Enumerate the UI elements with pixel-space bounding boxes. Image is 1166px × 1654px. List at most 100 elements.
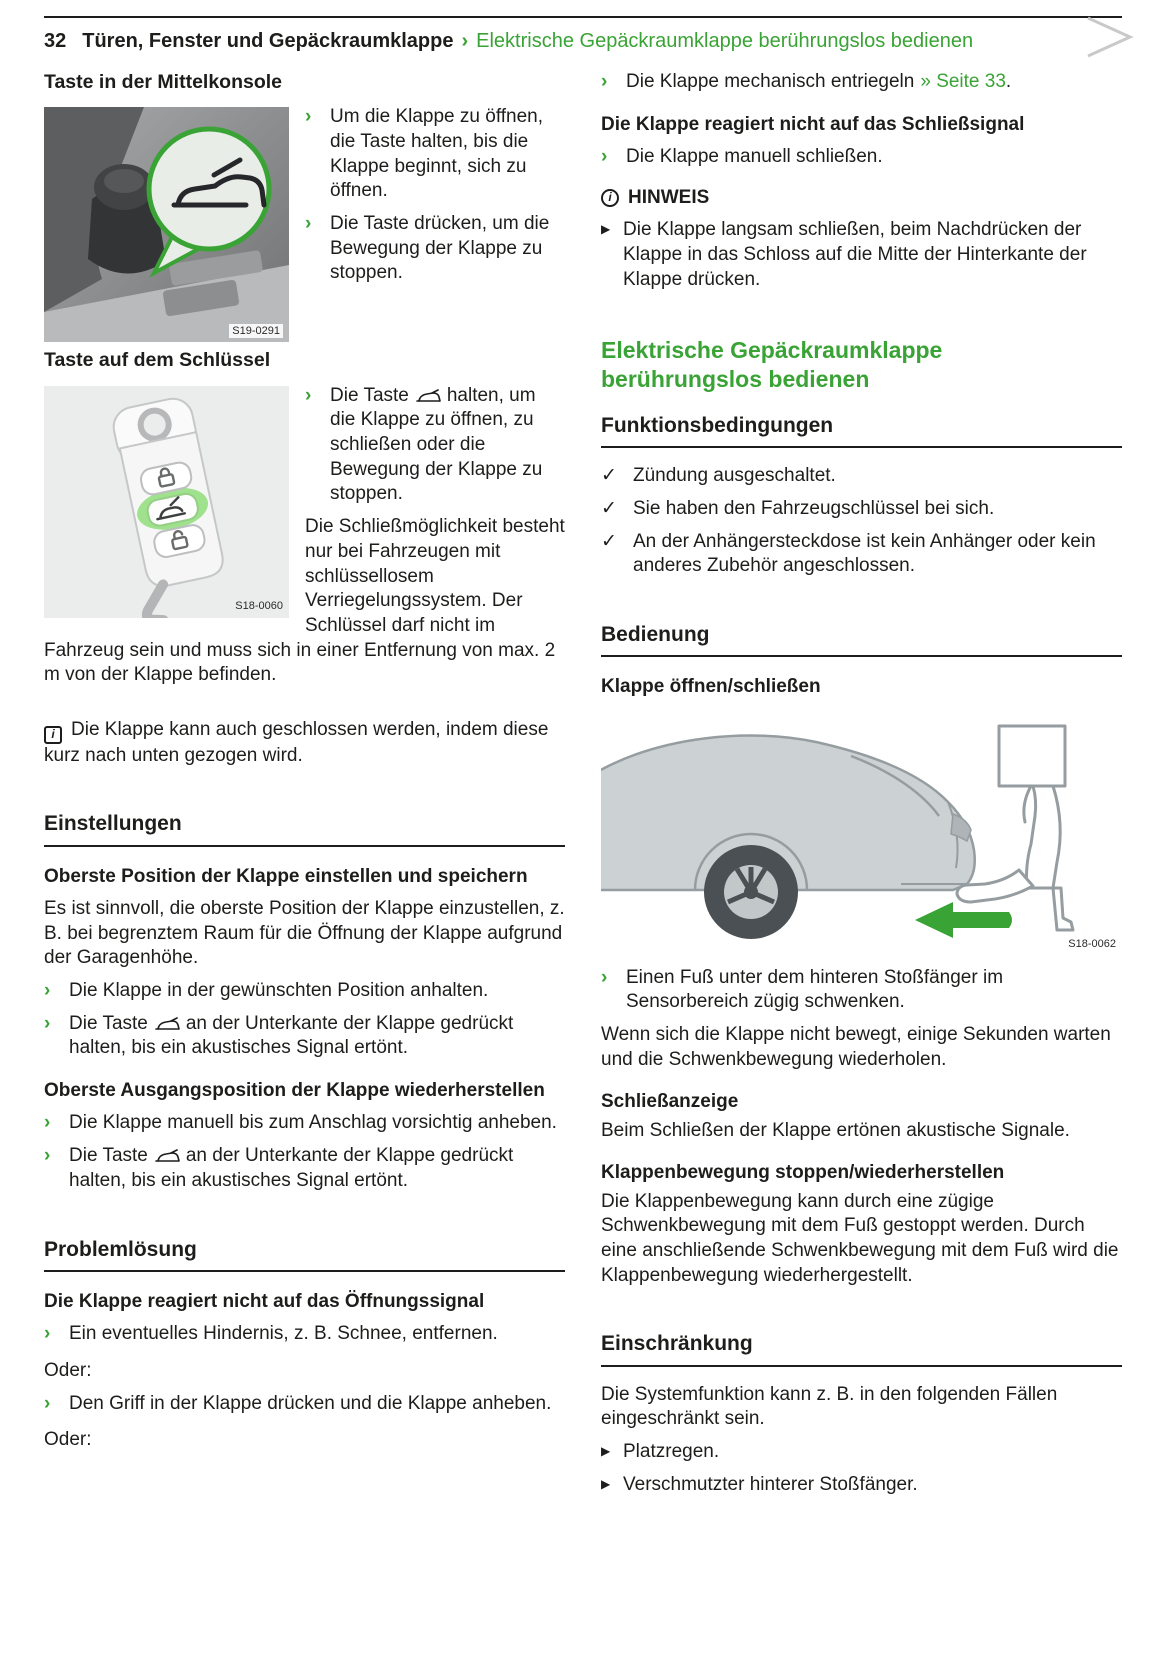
triangle-bullet-icon: ▶ xyxy=(601,1444,611,1459)
figure-label: S19-0291 xyxy=(229,324,283,339)
info-note-text: Die Klappe kann auch geschlossen werden,… xyxy=(44,718,549,766)
page-number: 32 xyxy=(44,30,67,52)
main-section-heading: Elektrische Gepäckraumklappe berührungsl… xyxy=(601,336,1122,394)
figure-label: S18-0062 xyxy=(1068,938,1116,951)
bullet-icon: › xyxy=(601,966,608,988)
info-square-icon: i xyxy=(44,725,62,744)
operation-subheading: Klappe öffnen/schließen xyxy=(601,676,821,698)
restriction-heading: Einschränkung xyxy=(601,1330,1122,1367)
troubleshooting-subheading: Die Klappe reagiert nicht auf das Öffnun… xyxy=(44,1290,485,1312)
triangle-bullet-icon: ▶ xyxy=(601,222,611,237)
key-image: S18-0060 xyxy=(44,385,289,618)
list-item-text: Die Klappe manuell bis zum Anschlag vors… xyxy=(69,1112,557,1134)
condition-text: Sie haben den Fahrzeugschlüssel bei sich… xyxy=(633,497,995,519)
list-item-text: an der Unterkante der Klappe gedrückt ha… xyxy=(69,1145,514,1191)
list-item: › Die Taste drücken, um die Bewegung der… xyxy=(305,212,565,286)
condition-text: An der Anhängersteckdose ist kein Anhäng… xyxy=(633,530,1096,577)
list-item-text: Die Klappe in der gewünschten Position a… xyxy=(69,980,489,1002)
list-item-text: an der Unterkante der Klappe gedrückt ha… xyxy=(69,1012,514,1059)
list-item: › Die Klappe in der gewünschten Position… xyxy=(44,979,565,1004)
manual-page: 32 Türen, Fenster und Gepäckraumklappe ›… xyxy=(44,16,1134,1505)
left-column: Taste in der Mittelkonsole xyxy=(44,70,565,1505)
car-kick-image: S18-0062 xyxy=(601,715,1122,956)
bullet-icon: › xyxy=(305,384,312,406)
close-signal-subheading: Die Klappe reagiert nicht auf das Schlie… xyxy=(601,113,1025,135)
header-rule xyxy=(44,16,1122,18)
operation-heading: Bedienung xyxy=(601,621,1122,658)
list-item: › Die Klappe manuell bis zum Anschlag vo… xyxy=(44,1111,565,1136)
restriction-paragraph: Die Systemfunktion kann z. B. in den fol… xyxy=(601,1383,1058,1430)
bullet-icon: › xyxy=(44,1112,51,1134)
list-item-text: Die Taste xyxy=(69,1012,148,1034)
restriction-text: Platzregen. xyxy=(623,1441,720,1463)
bullet-icon: › xyxy=(44,1323,51,1345)
bullet-icon: › xyxy=(601,146,608,167)
condition-text: Zündung ausgeschaltet. xyxy=(633,465,836,487)
list-item: › Um die Klappe zu öffnen, die Taste hal… xyxy=(305,105,565,204)
main-heading-line: berührungslos bedienen xyxy=(601,366,870,393)
condition-item: ✓ An der Anhängersteckdose ist kein Anhä… xyxy=(601,530,1122,579)
bullet-icon: › xyxy=(44,1145,51,1167)
list-item-text: Um die Klappe zu öffnen, die Taste halte… xyxy=(330,106,544,202)
list-item: › Ein eventuelles Hindernis, z. B. Schne… xyxy=(44,1322,565,1347)
restriction-text: Verschmutzter hinterer Stoßfänger. xyxy=(623,1473,918,1495)
operation-paragraph: Wenn sich die Klappe nicht bewegt, einig… xyxy=(601,1023,1111,1070)
key-paragraph: Die Schließmöglichkeit besteht nur bei F… xyxy=(44,516,565,686)
condition-item: ✓ Sie haben den Fahrzeugschlüssel bei si… xyxy=(601,497,1122,522)
or-label: Oder: xyxy=(44,1359,92,1381)
list-item-text: Die Taste xyxy=(330,384,409,406)
list-item-text: Die Klappe manuell schließen. xyxy=(626,146,883,167)
conditions-heading: Funktionsbedingungen xyxy=(601,412,1122,449)
list-item-text: Die Klappe mechanisch entriegeln xyxy=(626,71,915,92)
checkmark-icon: ✓ xyxy=(601,497,617,519)
close-indicator-subheading: Schließanzeige xyxy=(601,1091,739,1113)
close-indicator-paragraph: Beim Schließen der Klappe ertönen akusti… xyxy=(601,1119,1070,1141)
breadcrumb-separator: › xyxy=(461,30,469,52)
list-item: › Den Griff in der Klappe drücken und di… xyxy=(44,1392,565,1417)
page-header: 32 Türen, Fenster und Gepäckraumklappe ›… xyxy=(44,16,1134,60)
chevron-right-icon xyxy=(1084,16,1136,65)
restriction-item: ▶ Verschmutzter hinterer Stoßfänger. xyxy=(601,1473,1122,1498)
trunk-open-icon xyxy=(155,1016,180,1030)
bullet-icon: › xyxy=(305,106,312,128)
chapter-title: Türen, Fenster und Gepäckraumklappe xyxy=(82,30,454,52)
condition-item: ✓ Zündung ausgeschaltet. xyxy=(601,464,1122,489)
restriction-item: ▶ Platzregen. xyxy=(601,1440,1122,1465)
console-section-heading: Taste in der Mittelkonsole xyxy=(44,71,283,93)
list-item-text: . xyxy=(1005,71,1012,92)
center-console-illustration xyxy=(44,107,289,343)
figure-label: S18-0060 xyxy=(235,600,283,613)
movement-paragraph: Die Klappenbewegung kann durch eine zügi… xyxy=(601,1190,1119,1286)
notice-circle-icon: i xyxy=(601,189,619,208)
list-item: › Die Klappe mechanisch entriegeln» Seit… xyxy=(601,70,1122,95)
two-column-layout: Taste in der Mittelkonsole xyxy=(44,70,1122,1505)
car-rear-kick-illustration xyxy=(601,715,1088,956)
list-item: › Einen Fuß unter dem hinteren Stoßfänge… xyxy=(601,966,1122,1015)
section-title: Elektrische Gepäckraumklappe berührungsl… xyxy=(476,30,974,52)
list-item-text: Den Griff in der Klappe drücken und die … xyxy=(69,1392,552,1414)
list-item-text: Einen Fuß unter dem hinteren Stoßfänger … xyxy=(626,966,1004,1013)
settings-subheading-1: Oberste Position der Klappe einstellen u… xyxy=(44,865,528,887)
checkmark-icon: ✓ xyxy=(601,465,617,487)
console-section: S19-0291 › Um die Klappe zu öffnen, die … xyxy=(44,105,565,348)
bullet-icon: › xyxy=(305,213,312,235)
list-item: › Die Klappe manuell schließen. xyxy=(601,145,1122,170)
bullet-icon: › xyxy=(44,1012,51,1034)
hinweis-header: i HINWEIS xyxy=(601,186,1122,211)
key-fob-illustration xyxy=(44,385,289,618)
list-item-text: halten, um die Klappe zu öffnen, zu schl… xyxy=(330,384,543,505)
or-label: Oder: xyxy=(44,1429,92,1451)
console-image: S19-0291 xyxy=(44,107,289,343)
movement-subheading: Klappenbewegung stoppen/wiederherstellen xyxy=(601,1162,1005,1184)
bullet-icon: › xyxy=(44,1392,51,1414)
list-item-text: Ein eventuelles Hindernis, z. B. Schnee,… xyxy=(69,1323,498,1345)
page-cross-reference-link[interactable]: » Seite 33 xyxy=(920,71,1006,92)
main-heading-line: Elektrische Gepäckraumklappe xyxy=(601,337,943,364)
right-column: › Die Klappe mechanisch entriegeln» Seit… xyxy=(601,70,1122,1505)
list-item-text: Die Klappe langsam schließen, beim Nachd… xyxy=(623,219,1087,290)
trunk-open-icon xyxy=(155,1149,180,1162)
